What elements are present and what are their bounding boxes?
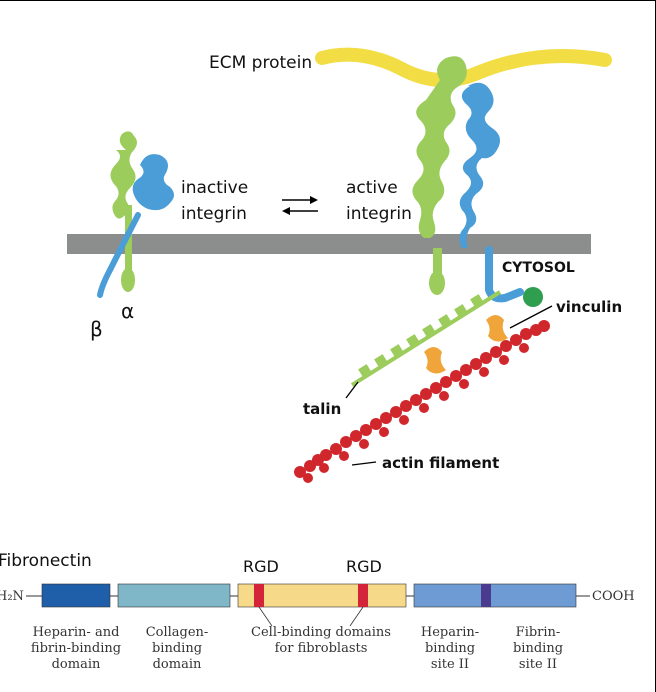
active-integrin [412, 56, 543, 307]
rgd-site-2 [358, 584, 368, 607]
cytosol-label: CYTOSOL [502, 260, 575, 276]
inactive-alpha-tail [121, 268, 135, 292]
active-label-2: integrin [346, 204, 412, 224]
rgd-label-2: RGD [346, 557, 382, 576]
equilibrium-arrows [282, 196, 318, 215]
actin-label: actin filament [382, 454, 499, 472]
plasma-membrane [67, 234, 591, 254]
domain-1-line-3: domain [52, 657, 101, 672]
active-alpha-subunit [412, 56, 467, 239]
actin-filament [294, 320, 550, 483]
inactive-label-2: integrin [181, 204, 247, 224]
inactive-label-1: inactive [181, 178, 248, 198]
actin-leader [351, 461, 377, 466]
active-beta-subunit [459, 82, 500, 248]
domain-4-line-1: Heparin- [421, 625, 479, 640]
rgd-site-1 [254, 584, 264, 607]
alpha-label: α [121, 299, 134, 323]
vinculin-binding-dot [523, 287, 543, 307]
domain-5-line-3: site II [519, 657, 557, 672]
domain-2-line-1: Collagen- [146, 625, 209, 640]
c-terminus: COOH [592, 589, 635, 604]
collagen-binding-domain [117, 583, 231, 608]
n-terminus: H₂N [0, 589, 24, 604]
domain-5-line-2: binding [513, 641, 563, 656]
vinculin-label: vinculin [556, 298, 622, 316]
domain-5-line-1: Fibrin- [516, 625, 561, 640]
vinculin [424, 315, 508, 374]
site-ii-divider [481, 584, 491, 607]
active-label-1: active [346, 178, 398, 198]
domain-1-line-1: Heparin- and [33, 625, 120, 640]
active-alpha-stalk [433, 248, 442, 278]
vinculin-leader [509, 305, 553, 329]
domain-4-line-2: binding [425, 641, 475, 656]
inactive-beta-subunit [132, 154, 174, 211]
domain-2-line-2: binding [152, 641, 202, 656]
rgd-label-1: RGD [243, 557, 279, 576]
domain-3-line-1: Cell-binding domains [251, 625, 391, 640]
fibronectin-title: Fibronectin [0, 551, 92, 571]
heparin-fibrin-site-ii [413, 583, 577, 608]
talin-label: talin [303, 400, 341, 418]
domain-4-line-3: site II [431, 657, 469, 672]
inactive-integrin [97, 131, 174, 298]
ecm-protein-label: ECM protein [209, 53, 312, 73]
inactive-beta-stalk [97, 212, 141, 298]
domain-2-line-3: domain [153, 657, 202, 672]
domain-3-line-2: for fibroblasts [275, 641, 368, 656]
talin-leader [345, 381, 359, 399]
heparin-fibrin-domain [41, 583, 111, 608]
active-alpha-tail [429, 271, 445, 295]
fibronectin-diagram: Fibronectin RGD RGD H₂N COOH Heparin- an… [0, 551, 635, 672]
beta-label: β [90, 317, 103, 341]
domain-1-line-2: fibrin-binding [31, 641, 121, 656]
talin [350, 290, 502, 387]
inactive-alpha-subunit [110, 131, 137, 219]
